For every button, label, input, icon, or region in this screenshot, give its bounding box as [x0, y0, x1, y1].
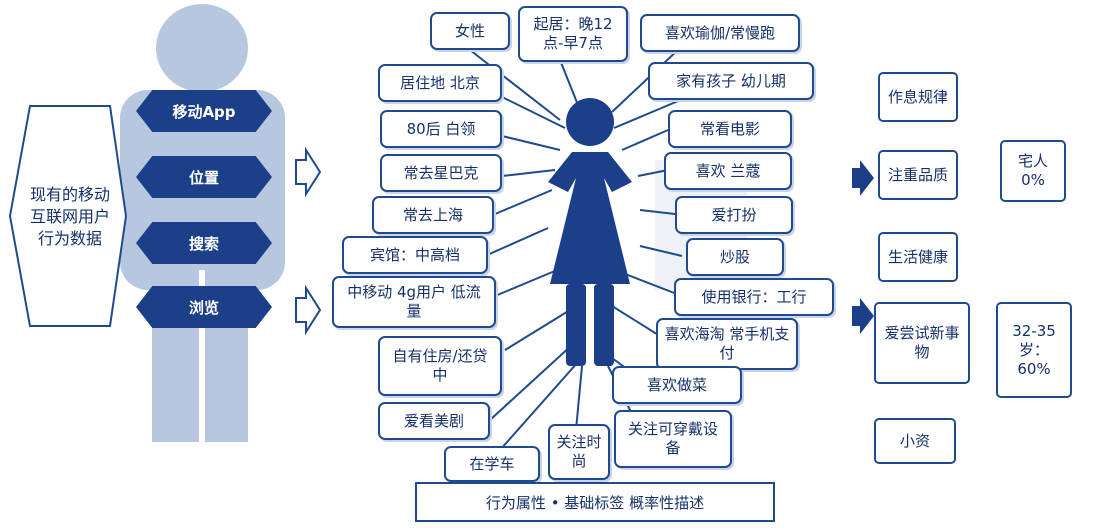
- tag-china-mobile-4g: 中移动 4g用户 低流量: [332, 276, 496, 328]
- tag-likes-cooking: 喜欢做菜: [612, 366, 742, 404]
- channel-search: 搜索: [136, 222, 272, 264]
- source-data-label: 现有的移动互联网用户行为数据: [29, 185, 110, 248]
- tag-bank-icbc: 使用银行：工行: [674, 278, 834, 316]
- tag-stocks: 炒股: [686, 238, 784, 276]
- attr-regular-schedule: 作息规律: [878, 72, 958, 122]
- channel-location: 位置: [136, 156, 272, 198]
- attr-petit-bourgeois: 小资: [874, 418, 956, 464]
- tag-likes-dressing-up: 爱打扮: [675, 196, 793, 234]
- tag-learning-to-drive: 在学车: [444, 446, 540, 482]
- tag-fashion: 关注时尚: [548, 424, 610, 480]
- tag-sleep-schedule: 起居：晚12点-早7点: [518, 6, 628, 62]
- channel-mobile-app: 移动App: [136, 90, 272, 132]
- tag-lancome: 喜欢 兰蔻: [664, 152, 792, 190]
- channel-browse: 浏览: [136, 286, 272, 328]
- arrow-right-icon-upper: [295, 146, 322, 198]
- tag-female: 女性: [430, 12, 510, 50]
- tag-hotel-class: 宾馆：中高档: [342, 236, 488, 274]
- tag-wearables: 关注可穿戴设备: [614, 410, 732, 468]
- footer-legend: 行为属性 • 基础标签 概率性描述: [415, 482, 775, 522]
- callout-lines: [469, 47, 691, 451]
- tag-owns-home-mortgage: 自有住房/还贷中: [378, 336, 502, 396]
- attr-healthy: 生活健康: [878, 232, 958, 282]
- tag-watches-movies: 常看电影: [668, 110, 792, 148]
- arrow-right-icon-lower: [295, 284, 322, 336]
- arrow-right-solid-icon-lower: [852, 298, 874, 334]
- source-hexagon: [8, 105, 128, 327]
- prob-age-range: 32-35岁：60%: [996, 302, 1072, 398]
- tag-haitao-mobile-pay: 喜欢海淘 常手机支付: [656, 318, 798, 370]
- woman-icon: [548, 98, 632, 366]
- tag-visits-shanghai: 常去上海: [372, 196, 494, 234]
- tag-yoga-jogging: 喜欢瑜伽/常慢跑: [640, 14, 800, 52]
- tag-starbucks: 常去星巴克: [380, 154, 502, 192]
- arrow-right-solid-icon-upper: [852, 160, 874, 196]
- tag-post80s-whitecollar: 80后 白领: [380, 110, 502, 148]
- prob-homebody: 宅人 0%: [1000, 140, 1066, 202]
- tag-lives-beijing: 居住地 北京: [378, 64, 502, 102]
- tag-us-dramas: 爱看美剧: [378, 402, 490, 440]
- attr-quality: 注重品质: [878, 150, 958, 200]
- attr-novelty-seeker: 爱尝试新事物: [874, 302, 970, 384]
- tag-child-infant: 家有孩子 幼儿期: [648, 62, 814, 100]
